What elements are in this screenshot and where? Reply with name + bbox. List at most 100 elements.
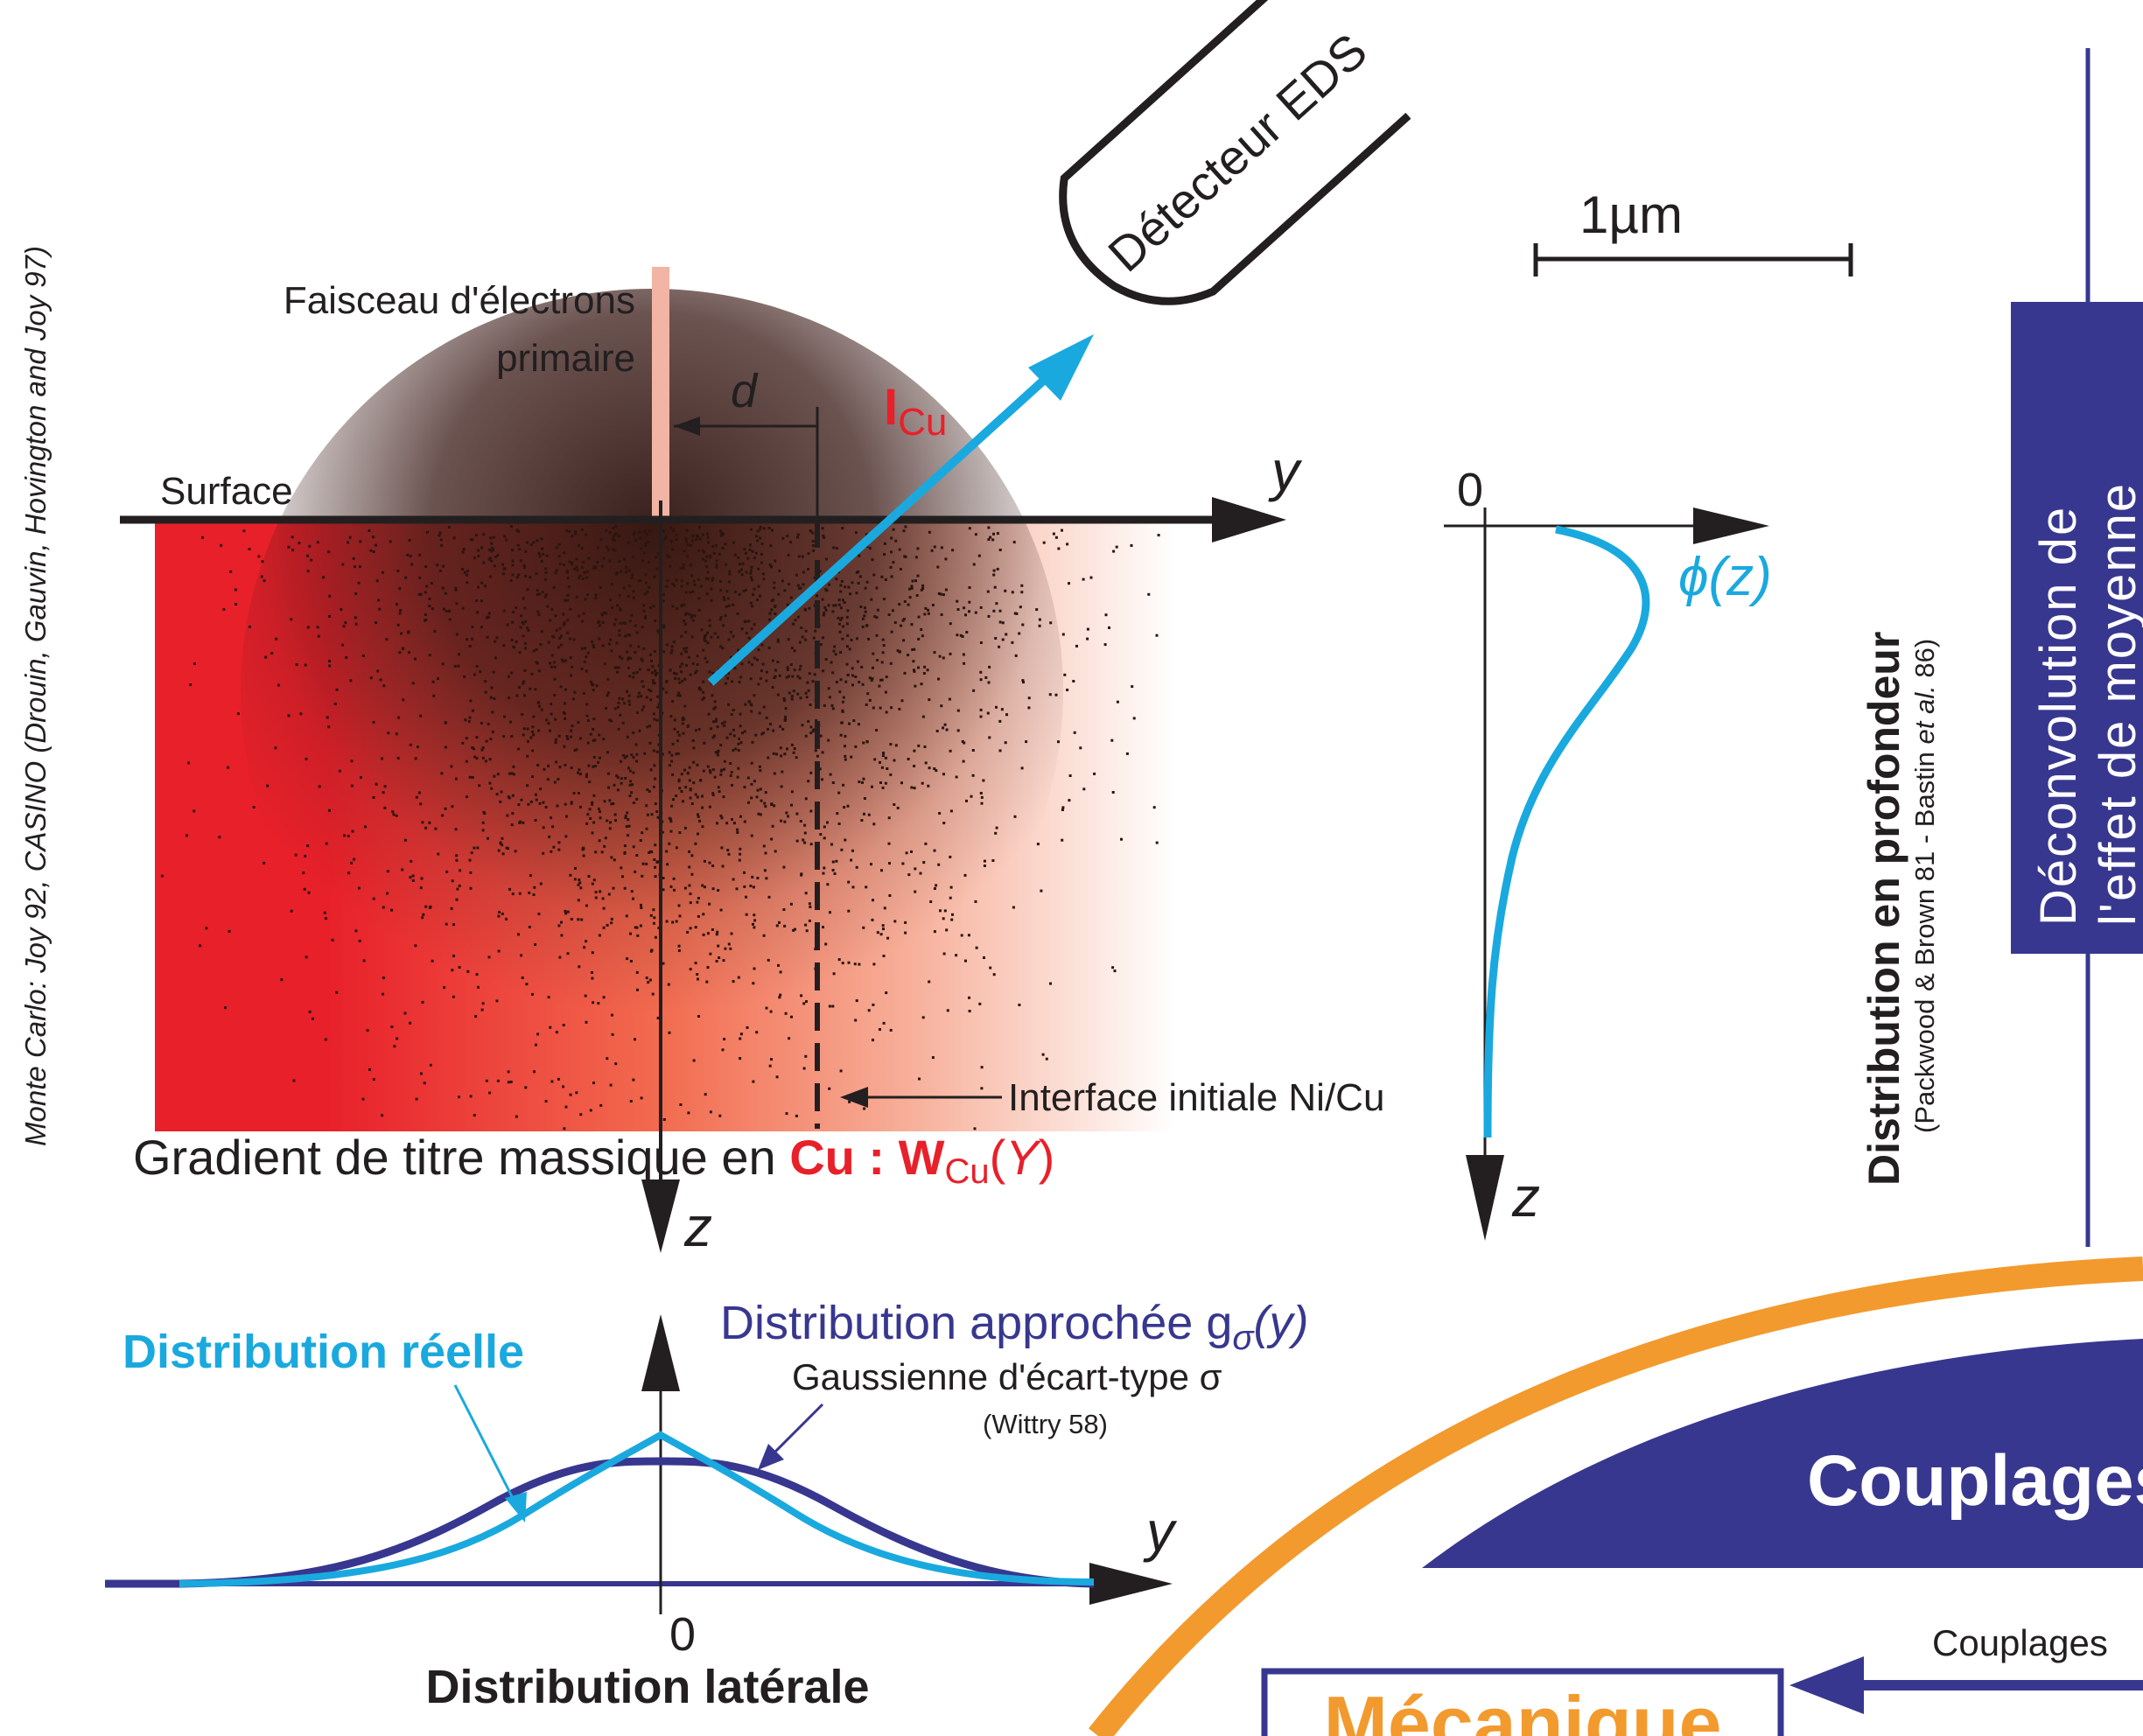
scatter-dot [979, 708, 983, 711]
scatter-dot [292, 1079, 296, 1082]
scatter-dot [648, 850, 651, 854]
scatter-dot [627, 584, 631, 587]
scatter-dot [920, 682, 923, 686]
scatter-dot [328, 808, 331, 812]
scatter-dot [349, 679, 353, 682]
gradient-var: Y [1005, 1130, 1041, 1185]
scatter-dot [736, 775, 739, 779]
scatter-dot [662, 624, 666, 627]
scatter-dot [1061, 806, 1065, 809]
scatter-dot [648, 978, 652, 982]
scatter-dot [487, 723, 490, 725]
scatter-dot [517, 933, 520, 936]
scatter-dot [594, 850, 598, 854]
scatter-dot [518, 651, 522, 654]
scatter-dot [685, 528, 689, 532]
scatter-dot [963, 873, 967, 877]
scatter-dot [708, 670, 711, 674]
scatter-dot [654, 620, 657, 622]
scatter-dot [738, 570, 741, 573]
scatter-dot [743, 871, 746, 874]
scatter-dot [415, 1097, 418, 1101]
scatter-dot [745, 895, 747, 899]
scatter-dot [683, 718, 686, 721]
scatter-dot [626, 957, 629, 961]
scatter-dot [944, 588, 948, 592]
scatter-dot [879, 678, 883, 682]
scatter-dot [538, 704, 541, 708]
scatter-dot [372, 796, 375, 799]
scatter-dot [440, 772, 444, 775]
scatter-dot [750, 627, 753, 631]
scatter-dot [537, 913, 541, 915]
scatter-dot [612, 548, 615, 551]
scatter-dot [550, 665, 553, 668]
scatter-dot [287, 714, 291, 718]
scatter-dot [306, 626, 310, 629]
scatter-dot [773, 804, 776, 808]
scatter-dot [650, 660, 653, 662]
scatter-dot [606, 691, 610, 695]
scatter-dot [1018, 1004, 1021, 1006]
scatter-dot [473, 1114, 476, 1117]
scatter-dot [580, 528, 584, 531]
scatter-dot [852, 719, 856, 723]
scatter-dots [160, 525, 1160, 1130]
scatter-dot [228, 929, 231, 933]
scatter-dot [928, 980, 931, 984]
scatter-dot [604, 836, 607, 840]
scatter-dot [580, 547, 584, 550]
scatter-dot [505, 538, 508, 542]
scatter-dot [692, 1059, 696, 1062]
scatter-dot [885, 676, 888, 679]
scatter-dot [832, 546, 836, 550]
scatter-dot [606, 772, 610, 775]
scatter-dot [683, 704, 687, 708]
scatter-dot [649, 768, 653, 772]
scatter-dot [921, 587, 925, 590]
scatter-dot [502, 735, 506, 738]
scatter-dot [949, 809, 953, 813]
scatter-dot [608, 559, 612, 563]
scatter-dot [851, 683, 854, 687]
scatter-dot [592, 878, 596, 882]
scatter-dot [551, 825, 555, 829]
scatter-dot [592, 718, 596, 721]
scatter-dot [881, 754, 885, 758]
scatter-dot [689, 673, 692, 676]
scatter-dot [680, 790, 683, 793]
scatter-dot [786, 747, 788, 751]
scatter-dot [843, 601, 846, 604]
scatter-dot [834, 653, 837, 656]
scatter-dot [455, 633, 459, 636]
scatter-dot [699, 584, 703, 588]
scatter-dot [488, 781, 492, 785]
scatter-dot [689, 788, 692, 792]
scatter-dot [655, 567, 659, 570]
scatter-dot [699, 779, 702, 781]
scatter-dot [654, 672, 657, 676]
scatter-dot [669, 830, 673, 833]
scatter-dot [751, 663, 753, 667]
scatter-dot [676, 752, 680, 755]
scatter-dot [714, 544, 718, 548]
scatter-dot [556, 804, 559, 808]
scatter-dot [719, 908, 723, 912]
scatter-dot [706, 536, 710, 539]
scatter-dot [704, 640, 707, 642]
scatter-dot [885, 710, 888, 714]
scatter-dot [554, 571, 557, 575]
scatter-dot [497, 949, 501, 953]
scatter-dot [608, 531, 612, 535]
scatter-dot [725, 682, 728, 685]
scatter-dot [563, 564, 565, 566]
scatter-dot [865, 703, 868, 706]
scatter-dot [533, 1070, 536, 1074]
scatter-dot [703, 636, 706, 640]
scatter-dot [788, 691, 791, 695]
scatter-dot [471, 746, 474, 749]
scatter-dot [779, 993, 782, 997]
scatter-dot [984, 676, 988, 679]
approx-sub: σ [1232, 1319, 1255, 1357]
scatter-dot [760, 542, 764, 545]
